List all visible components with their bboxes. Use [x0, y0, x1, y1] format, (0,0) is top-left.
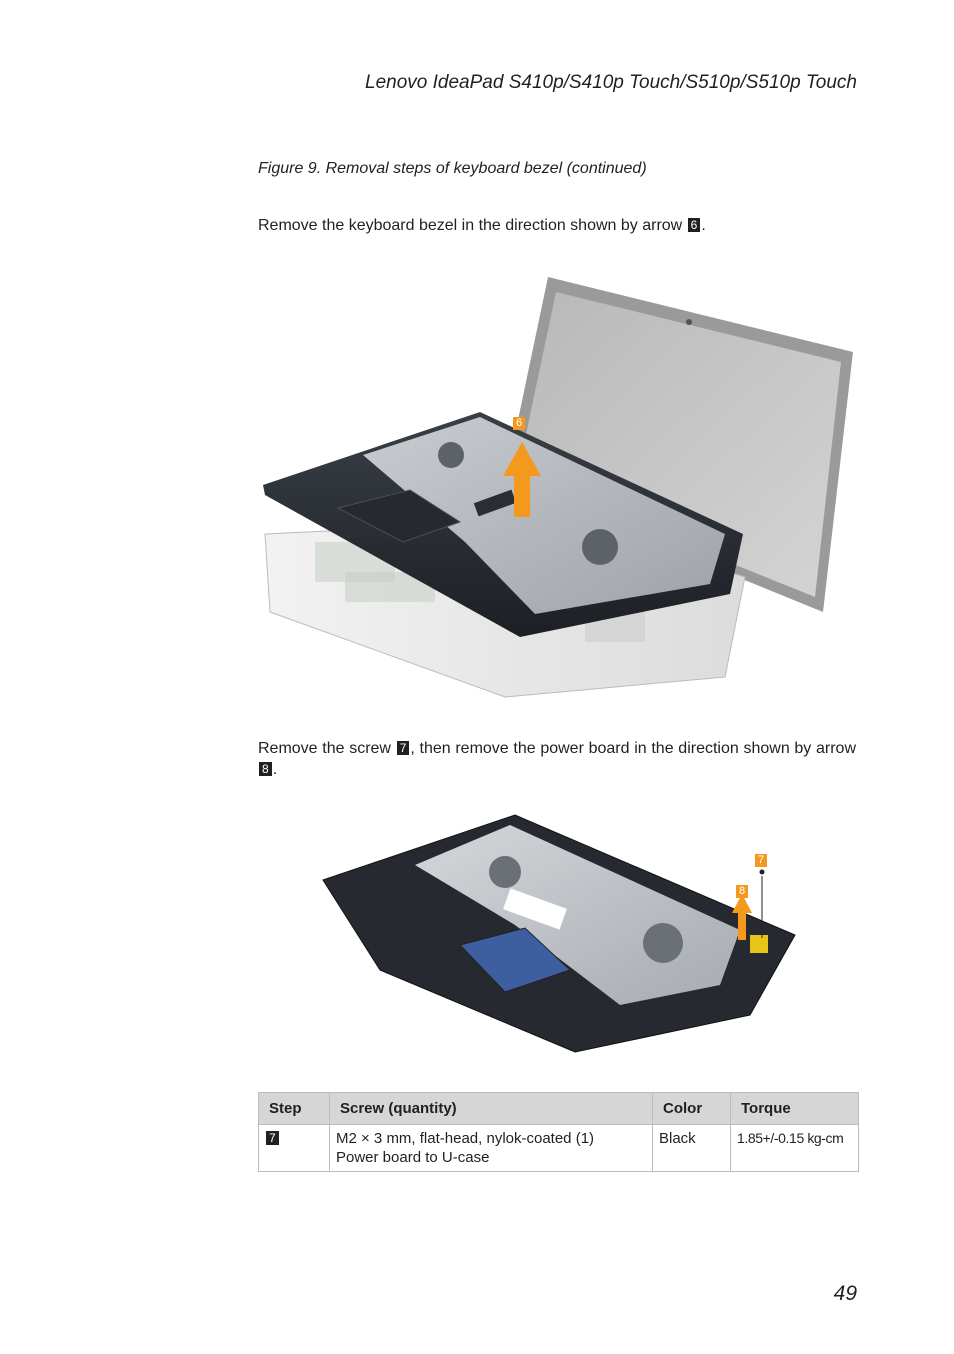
- step-badge-8: 8: [259, 762, 272, 776]
- webcam: [686, 319, 692, 325]
- instruction-text-end: .: [272, 761, 278, 778]
- screw-location: Power board to U-case: [336, 1149, 490, 1166]
- step-badge-7: 7: [266, 1131, 279, 1145]
- keyboard-bezel-illustration: [263, 277, 853, 698]
- instruction-step-7-8: Remove the screw 7, then remove the powe…: [258, 738, 856, 780]
- instruction-step-6: Remove the keyboard bezel in the directi…: [258, 215, 856, 236]
- screw-spec-table: Step Screw (quantity) Color Torque 7 M2 …: [258, 1092, 859, 1172]
- screw-description: M2 × 3 mm, flat-head, nylok-coated (1): [336, 1130, 595, 1147]
- callout-7: 7: [755, 854, 768, 867]
- instruction-text: Remove the screw: [258, 740, 396, 757]
- instruction-text-middle: , then remove the power board in the dir…: [410, 740, 857, 757]
- figure-caption: Figure 9. Removal steps of keyboard beze…: [258, 160, 647, 177]
- header-screw: Screw (quantity): [329, 1092, 653, 1125]
- touchpad: [336, 489, 462, 543]
- power-board: [750, 935, 768, 953]
- page-header-title: Lenovo IdeaPad S410p/S410p Touch/S510p/S…: [365, 72, 857, 93]
- plate-hole: [438, 442, 464, 468]
- header-step: Step: [258, 1092, 330, 1125]
- cell-color: Black: [652, 1124, 731, 1172]
- header-torque: Torque: [730, 1092, 859, 1125]
- plate-hole: [582, 529, 618, 565]
- plate-hole: [643, 923, 683, 963]
- plate-cutout: [473, 489, 517, 517]
- cell-step: 7: [258, 1124, 330, 1172]
- plate-hole: [489, 856, 521, 888]
- page-number: 49: [833, 1282, 857, 1305]
- table-row: 7 M2 × 3 mm, flat-head, nylok-coated (1)…: [258, 1124, 859, 1172]
- power-board-illustration: [322, 814, 796, 1053]
- step-badge-7: 7: [396, 741, 410, 755]
- table-header-row: Step Screw (quantity) Color Torque: [258, 1092, 859, 1125]
- arrow-6-icon: [503, 442, 541, 517]
- callout-8: 8: [736, 885, 749, 898]
- screw-icon: [759, 869, 765, 875]
- lcd-screen: [517, 292, 841, 597]
- header-color: Color: [652, 1092, 731, 1125]
- step-badge-6: 6: [687, 218, 701, 232]
- white-label: [503, 888, 567, 930]
- instruction-text-end: .: [701, 217, 706, 234]
- instruction-text: Remove the keyboard bezel in the directi…: [258, 217, 687, 234]
- touchpad-board: [459, 927, 571, 993]
- cell-screw: M2 × 3 mm, flat-head, nylok-coated (1) Po…: [329, 1124, 653, 1172]
- arrow-8-icon: [732, 894, 752, 940]
- callout-6: 6: [513, 417, 526, 430]
- cell-torque: 1.85+/-0.15 kg-cm: [730, 1124, 859, 1172]
